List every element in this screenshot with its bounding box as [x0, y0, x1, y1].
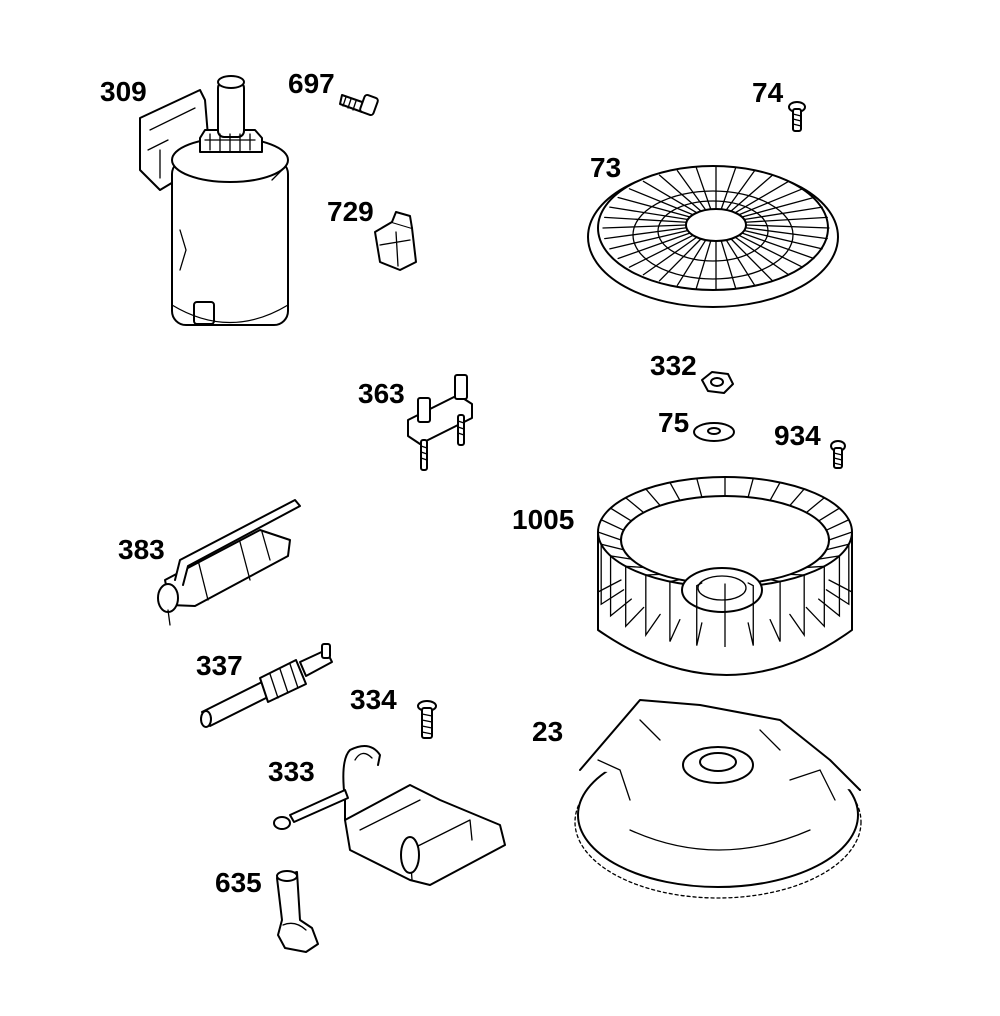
part-label-337: 337	[196, 650, 243, 681]
fan-icon[interactable]	[597, 476, 853, 676]
flywheel-icon[interactable]	[574, 699, 862, 899]
boot-icon[interactable]	[276, 870, 319, 953]
tube-icon[interactable]	[157, 499, 301, 626]
part-label-74: 74	[752, 77, 784, 108]
part-label-309: 309	[100, 76, 147, 107]
bracket-icon[interactable]	[407, 374, 473, 471]
screw-697-icon[interactable]	[339, 93, 379, 117]
part-label-334: 334	[350, 684, 397, 715]
part-label-697: 697	[288, 68, 335, 99]
nut-icon[interactable]	[701, 371, 734, 394]
spark-plug-icon[interactable]	[200, 643, 333, 728]
part-label-729: 729	[327, 196, 374, 227]
ignition-coil-icon[interactable]	[273, 745, 506, 886]
part-label-383: 383	[118, 534, 165, 565]
washer-icon[interactable]	[693, 422, 735, 442]
part-label-23: 23	[532, 716, 564, 747]
part-label-934: 934	[774, 420, 821, 451]
part-label-332: 332	[650, 350, 697, 381]
screw-334-icon[interactable]	[417, 700, 437, 739]
part-label-333: 333	[268, 756, 315, 787]
screw-74-icon[interactable]	[788, 101, 806, 132]
part-label-75: 75	[658, 407, 690, 438]
blower-screen-icon[interactable]	[587, 165, 839, 308]
clip-icon[interactable]	[374, 211, 417, 271]
part-label-635: 635	[215, 867, 262, 898]
starter-motor-icon[interactable]	[139, 75, 289, 326]
part-label-73: 73	[590, 152, 622, 183]
part-label-363: 363	[358, 378, 405, 409]
part-label-1005: 1005	[512, 504, 575, 535]
screw-934-icon[interactable]	[830, 440, 846, 469]
